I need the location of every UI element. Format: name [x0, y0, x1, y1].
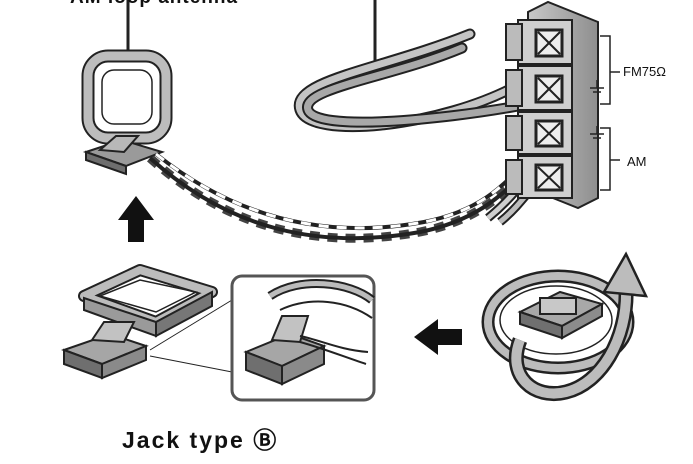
terminal-am-2	[505, 155, 573, 199]
callout-line-top	[149, 299, 233, 351]
ground-icon	[590, 80, 604, 93]
detail-callout	[230, 274, 376, 402]
am-loop-antenna	[81, 49, 173, 176]
callout-line-bottom	[149, 355, 233, 373]
fm-bracket	[600, 35, 611, 105]
terminal-am-1	[505, 111, 573, 155]
up-arrow-icon	[118, 196, 154, 242]
am-lead-wires	[146, 150, 552, 243]
top-caption: AM loop antenna	[70, 0, 238, 9]
terminal-fm-2	[505, 65, 573, 111]
antenna-terminal-block	[505, 0, 620, 210]
loop-antenna-unfolding	[61, 264, 218, 380]
fm-wire-lead	[293, 28, 526, 133]
fm-terminal-label: FM75Ω	[623, 64, 666, 79]
jack-type-label: Jack type Ⓑ	[122, 427, 279, 453]
am-bracket	[600, 127, 611, 191]
ground-icon	[590, 126, 604, 139]
rotate-arrow-icon	[508, 251, 649, 401]
am-terminal-label: AM	[627, 154, 647, 169]
left-arrow-icon	[414, 319, 462, 355]
terminal-fm-1	[505, 19, 573, 65]
